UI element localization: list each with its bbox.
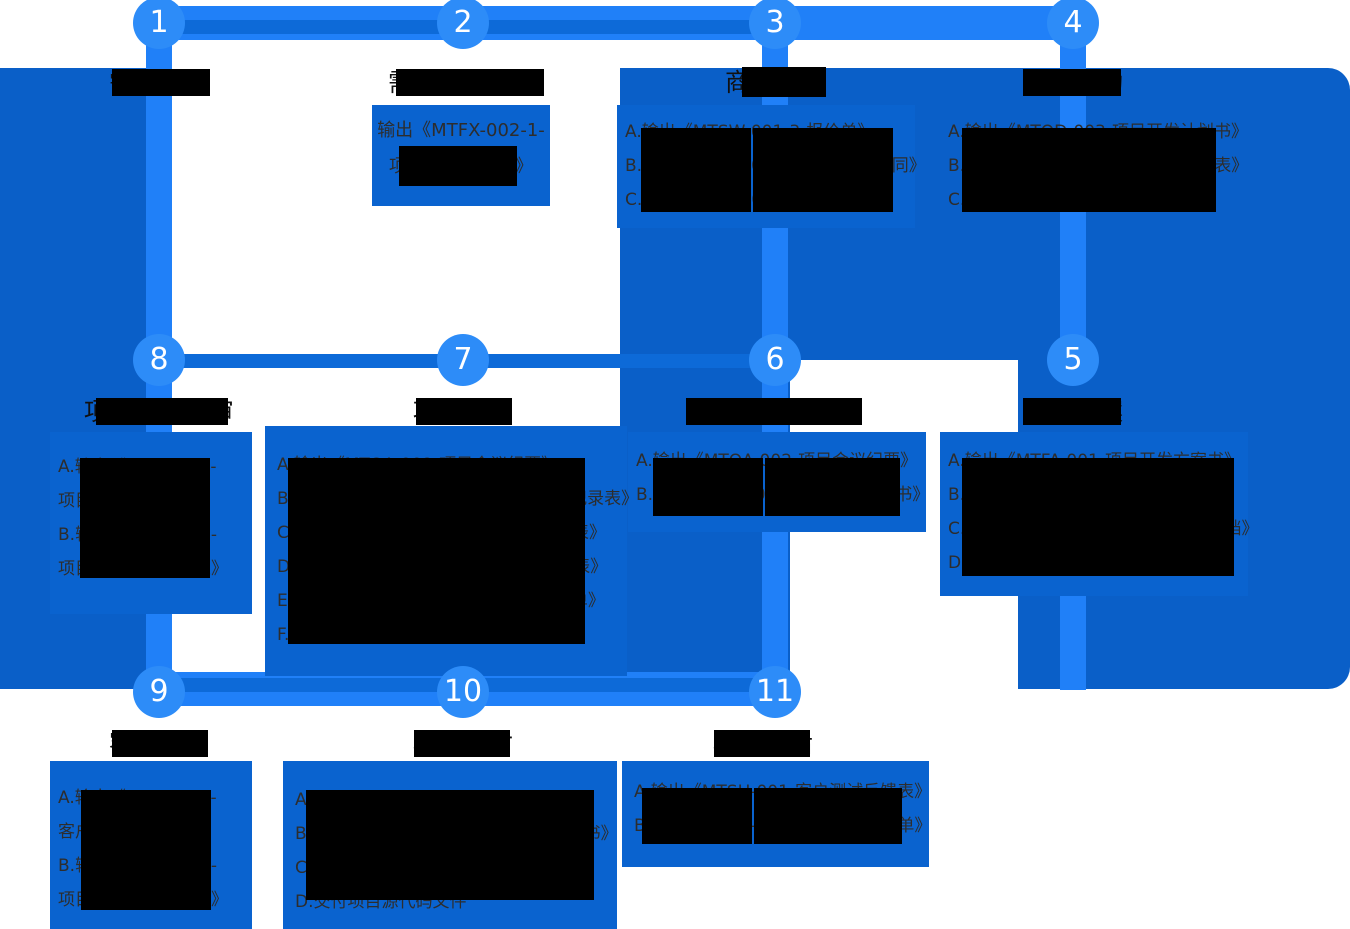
redaction-title-10 (414, 730, 510, 757)
redaction-card-11-a (642, 788, 752, 844)
flow-node-number: 2 (453, 5, 473, 40)
flow-node-number: 8 (149, 342, 169, 377)
redaction-card-8 (80, 458, 210, 578)
flow-node-number: 7 (453, 342, 473, 377)
flow-node-4[interactable]: 4 (1047, 0, 1099, 49)
redaction-card-6-a (653, 458, 763, 516)
redaction-card-7 (288, 458, 585, 644)
redaction-card-6-b (765, 458, 900, 516)
rail-top-to-node4 (790, 6, 1080, 40)
flow-node-10[interactable]: 10 (437, 666, 489, 718)
redaction-card-3-b (753, 128, 893, 212)
redaction-title-4 (1023, 69, 1121, 96)
redaction-title-6 (686, 398, 862, 425)
redaction-title-2 (396, 69, 544, 96)
flow-node-1[interactable]: 1 (133, 0, 185, 49)
flow-node-8[interactable]: 8 (133, 334, 185, 386)
flow-node-number: 4 (1063, 5, 1083, 40)
flow-node-9[interactable]: 9 (133, 666, 185, 718)
flow-node-3[interactable]: 3 (749, 0, 801, 49)
redaction-title-9 (112, 730, 208, 757)
flow-node-6[interactable]: 6 (749, 334, 801, 386)
flow-node-number: 3 (765, 5, 785, 40)
redaction-title-1 (112, 69, 210, 96)
redaction-title-7 (416, 398, 512, 425)
redaction-card-2 (399, 146, 517, 186)
flow-node-2[interactable]: 2 (437, 0, 489, 49)
redaction-card-11-b (754, 788, 902, 844)
flow-node-number: 11 (755, 674, 795, 709)
flow-node-5[interactable]: 5 (1047, 334, 1099, 386)
redaction-title-3 (742, 67, 826, 97)
redaction-title-11 (714, 730, 810, 757)
redaction-card-3-a (641, 128, 751, 212)
redaction-card-9 (81, 790, 211, 910)
output-item: 输出《MTFX-002-1- (377, 120, 545, 141)
flow-node-number: 6 (765, 342, 785, 377)
flow-node-number: 9 (149, 674, 169, 709)
redaction-card-4 (962, 128, 1216, 212)
flow-node-7[interactable]: 7 (437, 334, 489, 386)
flow-node-number: 10 (443, 674, 483, 709)
flow-node-11[interactable]: 11 (749, 666, 801, 718)
redaction-title-8 (96, 398, 228, 425)
flow-node-number: 5 (1063, 342, 1083, 377)
redaction-card-10 (306, 790, 594, 900)
flow-node-number: 1 (149, 5, 169, 40)
redaction-card-5 (962, 458, 1234, 576)
redaction-title-5 (1023, 398, 1121, 425)
